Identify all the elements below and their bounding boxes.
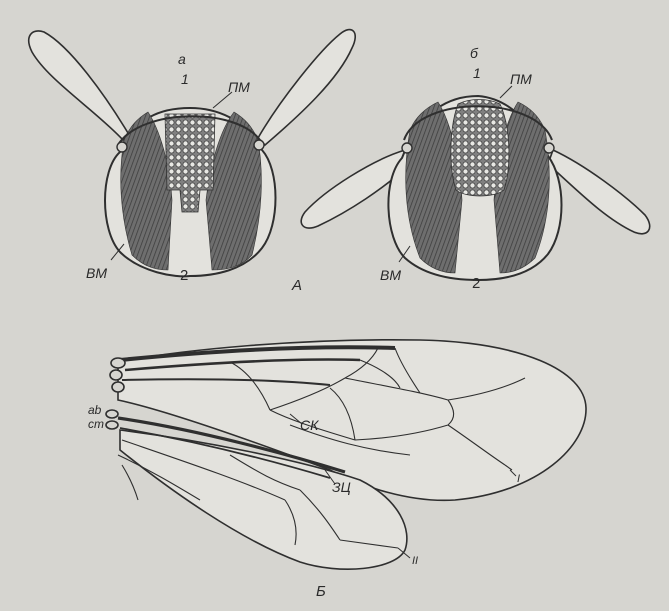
cross-section-right [301, 86, 650, 280]
label-base-2: ст [88, 418, 104, 430]
panel-b-letter: Б [316, 584, 326, 599]
label-cell-ck: СК [300, 418, 318, 432]
label-hindwing-numeral: II [412, 556, 418, 567]
label-hook-zc: ЗЦ [332, 480, 351, 494]
label-right-side-muscle: ВМ [380, 268, 401, 282]
cross-section-left [29, 30, 355, 277]
panel-a-letter: А [292, 278, 302, 293]
label-right-top-muscle: ПМ [510, 72, 532, 86]
label-right-bottom-number: 2 [472, 276, 480, 291]
longitudinal-muscle-right [451, 100, 509, 197]
label-forewing-numeral: I [517, 474, 520, 485]
label-right-top-number: 1 [473, 66, 481, 80]
label-left-side-muscle: ВМ [86, 266, 107, 280]
label-left-top-number: 1 [181, 72, 189, 86]
label-left-sub: а [178, 52, 186, 66]
label-left-top-muscle: ПМ [228, 80, 250, 94]
label-base-1: ab [88, 404, 101, 416]
label-right-sub: б [470, 46, 478, 60]
wing-left-upper-left [29, 31, 128, 140]
wing-right-lower-right [548, 150, 650, 234]
wing-left-upper-right [258, 30, 355, 145]
label-left-bottom-number: 2 [180, 268, 188, 283]
